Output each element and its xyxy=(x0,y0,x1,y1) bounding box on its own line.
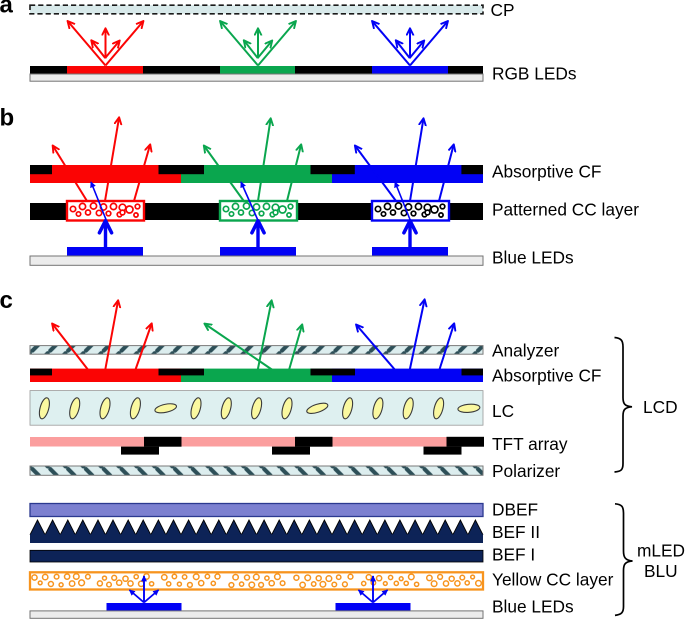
svg-text:Yellow CC layer: Yellow CC layer xyxy=(492,570,614,590)
svg-text:BEF I: BEF I xyxy=(492,545,535,565)
svg-text:LCD: LCD xyxy=(643,397,678,417)
svg-text:Absorptive CF: Absorptive CF xyxy=(492,162,602,182)
svg-text:BLU: BLU xyxy=(644,561,678,581)
svg-text:RGB LEDs: RGB LEDs xyxy=(492,64,577,84)
svg-text:Blue LEDs: Blue LEDs xyxy=(492,248,574,268)
svg-text:mLED: mLED xyxy=(637,541,685,561)
svg-text:c: c xyxy=(0,287,13,314)
svg-text:CP: CP xyxy=(491,0,515,20)
svg-text:LC: LC xyxy=(492,401,514,421)
svg-text:b: b xyxy=(0,105,14,132)
svg-text:a: a xyxy=(0,0,14,19)
svg-text:Analyzer: Analyzer xyxy=(492,341,559,361)
svg-text:TFT array: TFT array xyxy=(492,434,568,454)
svg-text:Patterned CC layer: Patterned CC layer xyxy=(492,200,639,220)
svg-text:DBEF: DBEF xyxy=(492,500,538,520)
svg-text:Blue LEDs: Blue LEDs xyxy=(492,597,574,617)
svg-text:Polarizer: Polarizer xyxy=(492,461,560,481)
svg-text:Absorptive CF: Absorptive CF xyxy=(492,366,602,386)
svg-text:BEF II: BEF II xyxy=(492,522,540,542)
